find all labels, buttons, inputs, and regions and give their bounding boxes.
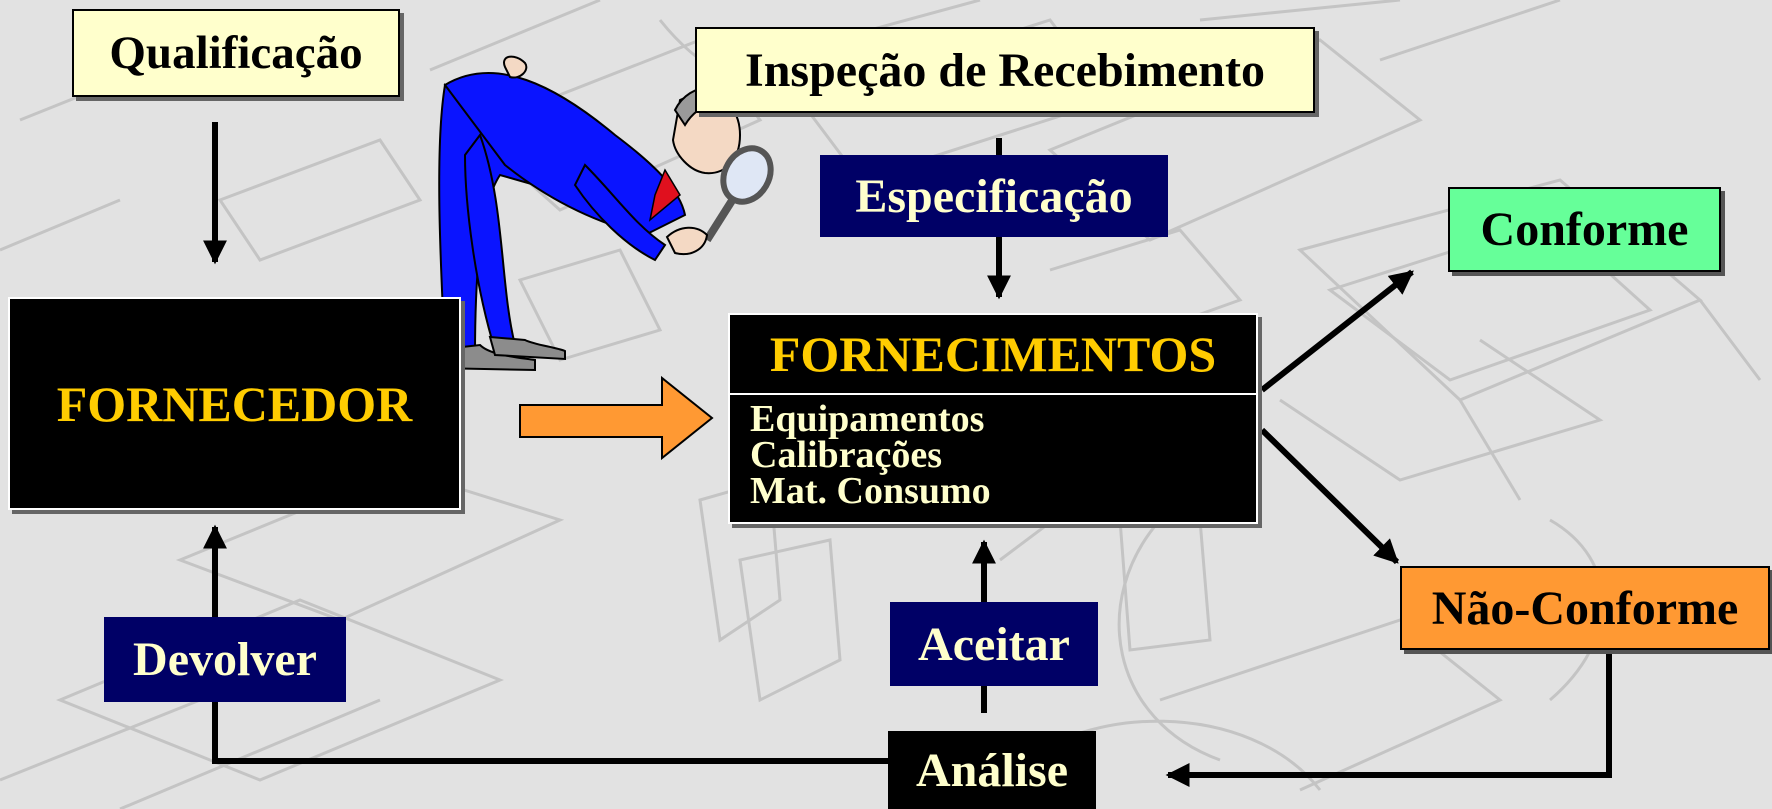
inspector-with-magnifying-glass-icon xyxy=(435,55,774,372)
fornecimentos-box: FORNECIMENTOS Equipamentos Calibrações M… xyxy=(728,313,1258,524)
analise-label: Análise xyxy=(915,743,1068,797)
fornecimentos-item-mat-consumo: Mat. Consumo xyxy=(750,470,991,512)
analise-box: Análise xyxy=(888,731,1096,809)
devolver-label: Devolver xyxy=(133,633,317,686)
fornecimentos-list: Equipamentos Calibrações Mat. Consumo xyxy=(730,395,1256,512)
fornecedor-box: FORNECEDOR xyxy=(8,297,461,510)
aceitar-box: Aceitar xyxy=(890,602,1098,686)
big-orange-arrow-icon xyxy=(519,375,714,461)
devolver-box: Devolver xyxy=(104,617,346,702)
aceitar-label: Aceitar xyxy=(918,617,1070,671)
qualificacao-box: Qualificação xyxy=(72,9,400,97)
nao-conforme-box: Não-Conforme xyxy=(1400,566,1770,650)
fornecedor-label: FORNECEDOR xyxy=(56,375,413,432)
arrow-nao-conforme-analise xyxy=(1165,650,1612,787)
especificacao-label: Especificação xyxy=(855,169,1133,223)
conforme-box: Conforme xyxy=(1448,187,1721,272)
fornecimentos-item-equipamentos: Equipamentos xyxy=(750,398,985,440)
especificacao-box: Especificação xyxy=(820,155,1168,237)
inspecao-recebimento-box: Inspeção de Recebimento xyxy=(695,27,1315,113)
fornecimentos-title: FORNECIMENTOS xyxy=(730,315,1256,395)
inspecao-label: Inspeção de Recebimento xyxy=(745,43,1265,97)
arrow-analise-devolver xyxy=(212,702,888,764)
fornecimentos-item-calibracoes: Calibrações xyxy=(750,434,943,476)
arrow-fornecimentos-nao-conforme xyxy=(1259,427,1400,565)
qualificacao-label: Qualificação xyxy=(109,27,363,79)
nao-conforme-label: Não-Conforme xyxy=(1431,581,1739,635)
arrow-fornecimentos-conforme xyxy=(1260,269,1414,393)
conforme-label: Conforme xyxy=(1480,203,1689,256)
